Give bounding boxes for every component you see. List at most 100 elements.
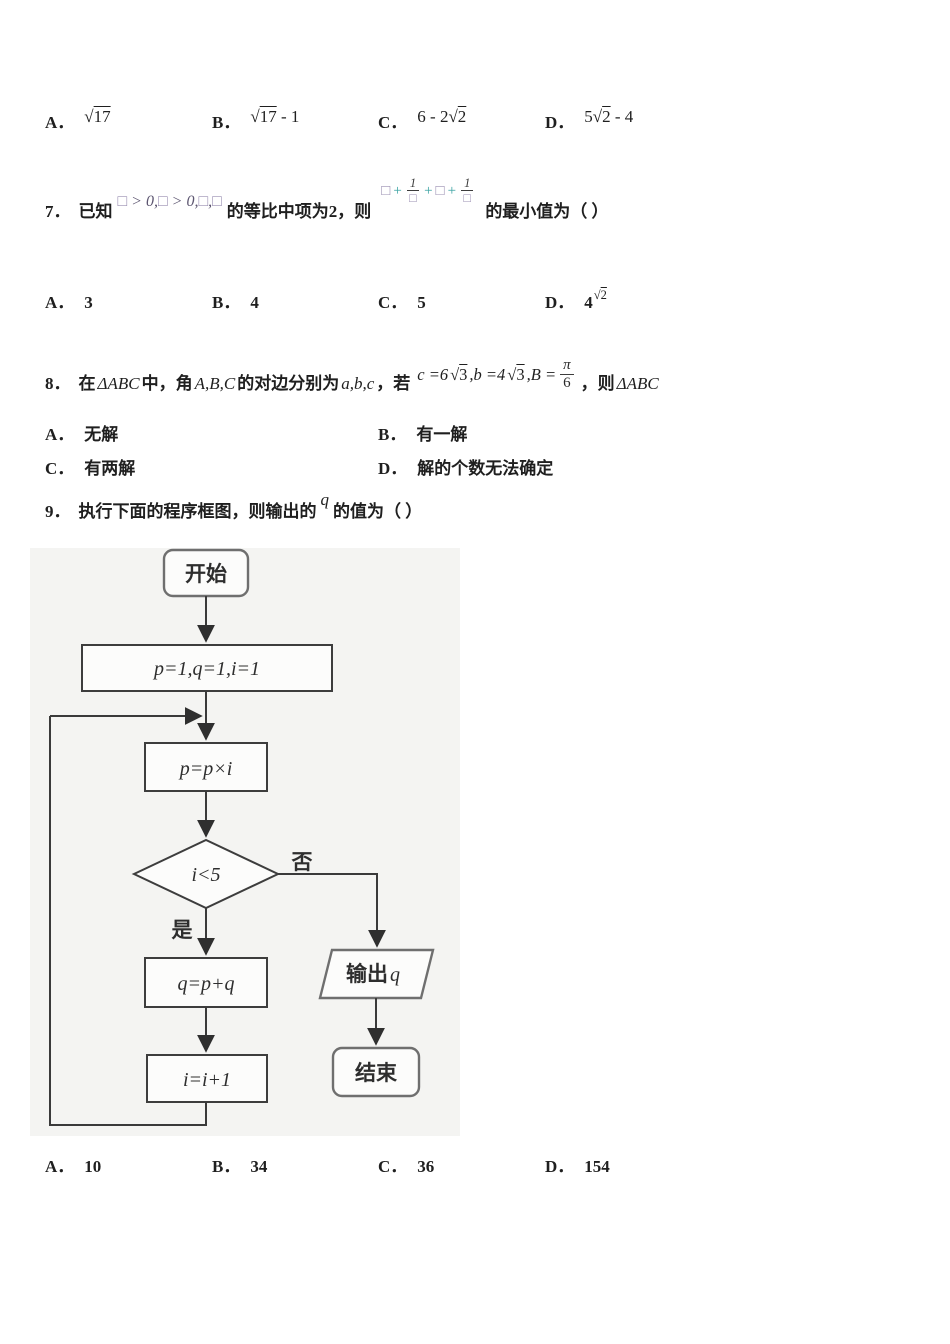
option-value: 5 — [417, 293, 426, 312]
radicand: 2 — [602, 107, 611, 126]
option-value: 4 — [250, 293, 259, 312]
option-label: C． — [378, 293, 408, 312]
option-7b: B．4 — [212, 288, 259, 313]
option-label: D． — [545, 1157, 575, 1176]
fraction: 1□ — [461, 176, 474, 206]
radical-sign: √ — [250, 107, 260, 126]
option-label: D． — [545, 293, 575, 312]
question-text: 的等比中项为2，则 — [226, 201, 372, 221]
option-7d: D． 4√2 — [545, 288, 607, 313]
flowchart-step3-label: i=i+1 — [183, 1069, 231, 1091]
radicand: 3 — [459, 364, 468, 384]
math-text: ,b =4 — [469, 364, 506, 384]
math-text: 6 - 2 — [417, 107, 449, 126]
option-6a: A． √17 — [45, 107, 111, 133]
option-9d: D．154 — [545, 1152, 610, 1177]
flowchart-output-label: 输出 — [346, 962, 388, 986]
option-7c: C． 5 — [378, 288, 426, 313]
option-label: C． — [45, 459, 75, 478]
radical-sign: √ — [593, 288, 601, 302]
option-value: 10 — [84, 1157, 102, 1176]
question-text: ，若 — [376, 373, 411, 393]
question-text: 的对边分别为 — [237, 373, 340, 393]
option-math: √17 - 1 — [250, 107, 299, 127]
radicand: 3 — [516, 364, 525, 384]
placeholder-box: □ — [157, 192, 168, 210]
option-value: 3 — [84, 293, 93, 312]
option-math: 5√2 - 4 — [584, 107, 633, 127]
placeholder-box: □ — [381, 182, 391, 199]
flowchart-no-label: 否 — [292, 851, 313, 874]
q7-condition-expression: □ > 0,□ > 0,□,□ — [118, 193, 222, 210]
option-label: B． — [212, 113, 241, 132]
question-7: 7．已知□ > 0,□ > 0,□,□的等比中项为2，则□+1□+□+1□的最小… — [45, 176, 609, 228]
flowchart-step1-shape — [144, 742, 268, 792]
math-text: - 1 — [276, 107, 300, 126]
fraction-bar — [406, 190, 420, 192]
fraction-denominator: 6 — [563, 375, 571, 392]
fraction: 1□ — [406, 176, 420, 206]
question-number: 8． — [45, 373, 71, 393]
radical-sign: √ — [592, 107, 603, 126]
flowchart-yes-label: 是 — [172, 919, 193, 942]
option-text: 无解 — [84, 425, 119, 444]
math-text: c =6 — [417, 364, 449, 384]
math-text: a,b,c — [341, 373, 375, 393]
fraction-bar — [461, 190, 474, 192]
radicand: 2 — [457, 107, 467, 126]
flowchart-q9: 开始 p=1,q=1,i=1 p=p×i i<5 否 是 q=p+q i=i+1… — [30, 548, 460, 1136]
sqrt-expression: √2 — [448, 107, 466, 126]
flowchart-start-label: 开始 — [185, 562, 227, 586]
plus-sign: + — [393, 182, 402, 199]
fraction-numerator: 1 — [464, 176, 471, 190]
option-text: 有一解 — [416, 425, 468, 444]
question-number: 7． — [45, 201, 71, 221]
q7-sum-expression: □+1□+□+1□ — [381, 176, 475, 206]
option-label: D． — [545, 113, 575, 132]
placeholder-box: □ — [117, 192, 128, 210]
option-6c: C． 6 - 2√2 — [378, 107, 466, 133]
option-7a: A． 3 — [45, 288, 93, 313]
option-value: 4 — [584, 293, 593, 312]
sqrt-expression: √3 — [507, 363, 524, 387]
fraction-denominator: □ — [409, 191, 417, 206]
option-9a: A．10 — [45, 1152, 101, 1177]
option-math: √17 — [84, 107, 110, 127]
math-text: > 0, — [167, 192, 199, 210]
question-text: 中，角 — [141, 373, 193, 393]
option-6d: D． 5√2 - 4 — [545, 107, 633, 133]
fraction-denominator: □ — [463, 191, 471, 206]
option-text: 解的个数无法确定 — [417, 459, 554, 478]
math-text: 5 — [584, 107, 593, 126]
option-label: C． — [378, 113, 408, 132]
radical-sign: √ — [450, 364, 460, 384]
radicand: 2 — [600, 288, 607, 302]
output-variable: q — [320, 490, 330, 509]
fraction-numerator: 1 — [409, 176, 417, 190]
option-label: C． — [378, 1157, 408, 1176]
math-text: A,B,C — [194, 373, 236, 393]
fraction-bar — [560, 374, 574, 376]
option-math: 6 - 2√2 — [417, 107, 466, 127]
option-9b: B．34 — [212, 1152, 267, 1177]
option-value: 36 — [417, 1157, 435, 1176]
question-text: 执行下面的程序框图，则输出的 — [78, 502, 317, 521]
sqrt-expression: √3 — [450, 363, 467, 387]
radicand: 17 — [259, 107, 277, 126]
flowchart-end-shape — [331, 1046, 421, 1098]
fraction-numerator: π — [563, 357, 571, 373]
math-text: ΔABC — [97, 373, 140, 393]
option-text: 有两解 — [84, 459, 136, 478]
option-label: B． — [378, 425, 407, 444]
flowchart-step1-label: p=p×i — [178, 758, 233, 780]
option-label: A． — [45, 293, 75, 312]
option-8a: A．无解 — [45, 420, 118, 445]
option-value: 34 — [250, 1157, 268, 1176]
option-9c: C． 36 — [378, 1152, 434, 1177]
math-text: - 4 — [610, 107, 634, 126]
option-6b: B． √17 - 1 — [212, 107, 299, 133]
